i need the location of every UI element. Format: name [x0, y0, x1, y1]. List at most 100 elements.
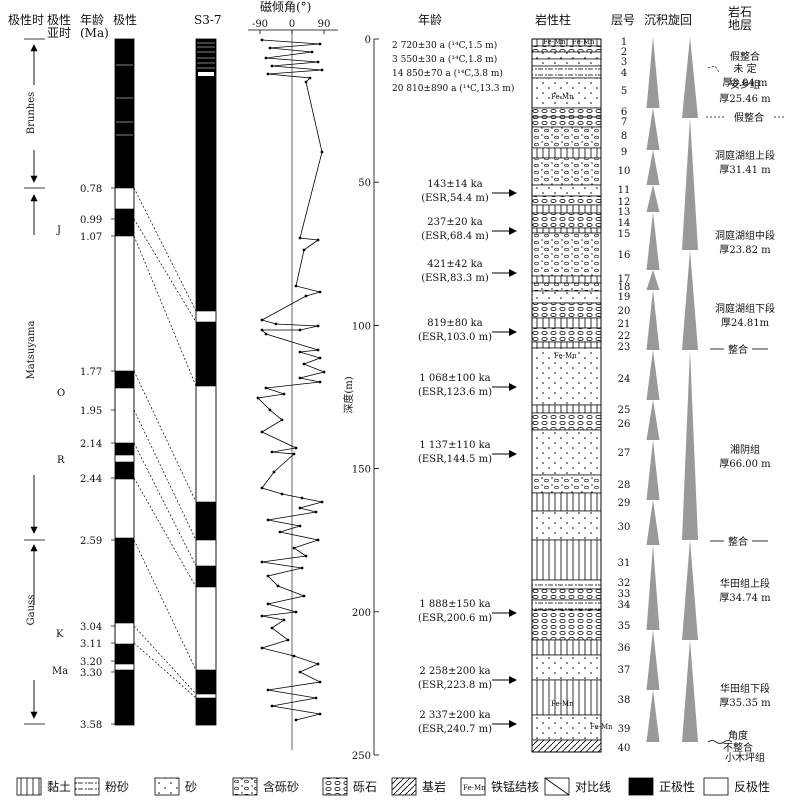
- polarity-reversed-band: [114, 663, 135, 671]
- age-label: 0.99: [80, 215, 102, 226]
- lithology-layer-gravel: [531, 609, 602, 641]
- inclination-point: [260, 486, 264, 490]
- inclination-point: [298, 328, 302, 332]
- lithology-layer-sand: [531, 290, 602, 304]
- legend-swatch: [16, 777, 42, 796]
- layer-number: 17: [618, 274, 631, 285]
- layer-number: 39: [618, 724, 631, 735]
- layer-number: 9: [621, 147, 627, 158]
- inclination-point: [302, 248, 306, 252]
- layer-number: 6: [621, 107, 627, 118]
- inclination-point: [320, 500, 324, 504]
- cycle-triangle: [682, 250, 698, 350]
- esr-date-source: (ESR,54.4 m): [421, 193, 489, 204]
- esr-date: 2 258±200 ka: [419, 666, 490, 677]
- cycle-triangle: [646, 150, 660, 185]
- core-frame: [195, 38, 217, 726]
- legend-label: 黏土: [47, 780, 71, 794]
- cycle-triangle: [646, 440, 660, 500]
- esr-date-source: (ESR,83.3 m): [421, 273, 489, 284]
- layer-number: 11: [618, 185, 631, 196]
- correlation-line: [133, 235, 197, 387]
- contact-label: 假整合: [734, 111, 764, 124]
- inclination-point: [314, 510, 318, 514]
- cycle-triangle: [682, 640, 698, 742]
- strata-name: 安乡组: [730, 78, 760, 91]
- lithology-layer-gravel: [531, 588, 602, 601]
- polarity-reversed-band: [114, 387, 135, 444]
- legend-swatch: [154, 777, 180, 796]
- legend-correlation-line: [544, 777, 570, 796]
- inclination-point: [270, 64, 274, 68]
- inclination-point: [260, 646, 264, 650]
- layer-number: 28: [618, 480, 631, 491]
- polarity-reversed-band: [114, 235, 135, 372]
- layer-number: 1: [621, 37, 627, 48]
- legend-swatch: [74, 777, 100, 796]
- inclination-point: [298, 506, 302, 510]
- strata-thickness: 厚24.81m: [721, 317, 770, 329]
- unconformity-wave: [707, 740, 733, 744]
- age-label: 1.95: [80, 406, 102, 417]
- lithology-layer-silt: [531, 579, 602, 590]
- inclination-point: [320, 150, 324, 154]
- cycle-triangle: [646, 545, 660, 630]
- subchron-label: J: [56, 225, 61, 236]
- inclination-point: [304, 294, 308, 298]
- header-cycle: 沉积旋回: [644, 13, 692, 27]
- inclination-point: [294, 446, 298, 450]
- inclination-point: [270, 626, 274, 630]
- correlation-line: [133, 442, 197, 567]
- inclination-point: [270, 704, 274, 708]
- layer-number: 14: [618, 218, 631, 229]
- esr-date-source: (ESR,123.6 m): [418, 387, 492, 398]
- layer-number: 24: [618, 374, 631, 385]
- fe-mn-label: Fe-Mn: [551, 93, 574, 101]
- inclination-point: [318, 356, 322, 360]
- polarity-reversed-band: [114, 454, 135, 463]
- lithology-layer-clay: [531, 492, 602, 512]
- layer-number: 34: [618, 600, 631, 611]
- inclination-point: [266, 72, 270, 76]
- age-label: 3.20: [80, 657, 102, 668]
- depth-tick-label: 150: [352, 465, 371, 476]
- age-label: 3.11: [80, 639, 102, 650]
- legend-label: 基岩: [422, 779, 446, 794]
- inclination-point: [294, 284, 298, 288]
- inclination-point: [302, 362, 306, 366]
- strata-name: 洞庭湖组中段: [715, 229, 775, 242]
- depth-tick-label: 100: [352, 321, 371, 332]
- inclination-point: [282, 618, 286, 622]
- inclination-point: [302, 594, 306, 598]
- strata-thickness: 厚23.82 m: [719, 244, 771, 256]
- esr-date: 2 337±200 ka: [419, 710, 490, 721]
- lithology-layer-clay: [531, 227, 602, 234]
- legend-swatch: [628, 777, 654, 796]
- esr-date: 1 137±110 ka: [419, 440, 490, 451]
- layer-number: 26: [618, 419, 631, 430]
- layer-number: 7: [621, 117, 627, 128]
- strata-thickness: 厚3.04 m: [723, 77, 768, 89]
- header-strata: 岩石地层: [728, 4, 752, 32]
- c14-date: 20 810±890 a (¹⁴C,13.3 m): [392, 83, 514, 94]
- core-reversed-band: [195, 693, 217, 699]
- esr-date-source: (ESR,200.6 m): [418, 613, 492, 624]
- inclination-point: [318, 680, 322, 684]
- inclination-point: [260, 614, 264, 618]
- lithology-layer-sand: [531, 184, 602, 197]
- subchron-label: K: [56, 629, 64, 640]
- strata-thickness: 厚66.00 m: [719, 458, 771, 470]
- esr-date: 1 888±150 ka: [419, 599, 490, 610]
- age-label: 2.44: [80, 474, 102, 485]
- cycle-triangle: [646, 185, 660, 212]
- layer-number: 18: [618, 282, 631, 293]
- lithology-layer-gravel: [531, 107, 602, 118]
- core-reversed-band: [195, 586, 217, 671]
- lithology-layer-sand: [531, 510, 602, 541]
- fe-mn-label: Fe-Mn: [543, 38, 566, 46]
- contact-line: [707, 65, 720, 73]
- inclination-point: [298, 376, 302, 380]
